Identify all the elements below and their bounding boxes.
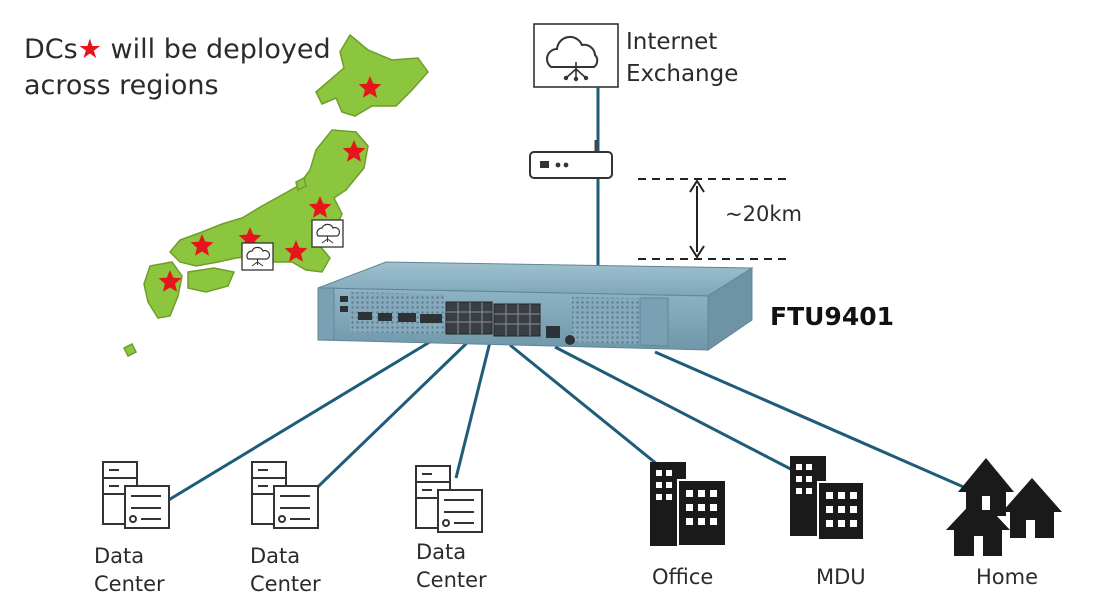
- cloud-network-icon: [246, 246, 271, 260]
- node-label-line1: Data: [250, 544, 301, 568]
- node-label-home: Home: [976, 563, 1038, 591]
- node-label-line1: Data: [416, 540, 467, 564]
- distance-label: ~20km: [725, 202, 802, 226]
- distance-marker: [638, 178, 792, 260]
- deployment-note-prefix: DCs: [24, 34, 78, 65]
- internet-exchange-label-line2: Exchange: [626, 61, 739, 87]
- node-label-line1: Data: [94, 544, 145, 568]
- hokkaido-island: [315, 33, 429, 117]
- server-rack-icon: [251, 461, 319, 529]
- red-star-icon: [358, 76, 382, 98]
- link-mdu: [554, 345, 809, 480]
- red-star-icon: [158, 270, 182, 292]
- apartment-building-icon: [790, 456, 865, 541]
- deployment-note: DCs★ will be deployed across regions: [24, 32, 331, 104]
- deployment-note-line2: across regions: [24, 70, 219, 101]
- red-star-icon: ★: [77, 34, 102, 65]
- internet-exchange-label: Internet Exchange: [626, 26, 776, 90]
- red-star-icon: [308, 196, 332, 218]
- node-label-data-center-2: Data Center: [250, 542, 321, 598]
- cloud-network-icon: [546, 35, 599, 68]
- link-dc-2: [294, 338, 472, 510]
- shikoku-island: [187, 267, 236, 293]
- node-label-line1: Home: [976, 565, 1039, 589]
- cloud-network-icon: [316, 223, 341, 237]
- red-star-icon: [284, 240, 308, 262]
- node-label-line1: MDU: [816, 565, 866, 589]
- node-label-mdu: MDU: [816, 563, 866, 591]
- map-ix-marker-tokyo: [311, 219, 344, 248]
- server-rack-icon: [102, 461, 170, 529]
- link-dc-1: [151, 335, 439, 512]
- deployment-note-line1: DCs★ will be deployed: [24, 32, 331, 68]
- node-label-line2: Center: [94, 572, 165, 596]
- map-ix-marker-osaka: [241, 242, 274, 271]
- node-label-line2: Center: [250, 572, 321, 596]
- node-label-line1: Office: [652, 565, 714, 589]
- router-icon: [529, 140, 613, 179]
- southern-island: [122, 342, 138, 358]
- internet-exchange-label-line1: Internet: [626, 29, 718, 55]
- sado-island: [295, 176, 307, 192]
- red-star-icon: [342, 140, 366, 162]
- link-dc-3: [454, 341, 492, 479]
- ftu9401-chassis: [317, 261, 754, 351]
- server-rack-icon: [415, 465, 483, 533]
- device-model-label: FTU9401: [770, 302, 895, 331]
- node-label-line2: Center: [416, 568, 487, 592]
- internet-exchange-icon-box: [533, 23, 619, 88]
- houses-icon: [946, 458, 1062, 556]
- node-label-data-center-1: Data Center: [94, 542, 165, 598]
- dc-markers: [158, 76, 382, 292]
- node-label-data-center-3: Data Center: [416, 538, 487, 594]
- office-building-icon: [650, 462, 727, 547]
- red-star-icon: [190, 234, 214, 256]
- node-label-office: Office: [652, 563, 713, 591]
- deployment-note-line1-rest: will be deployed: [101, 34, 331, 65]
- link-home: [654, 350, 976, 494]
